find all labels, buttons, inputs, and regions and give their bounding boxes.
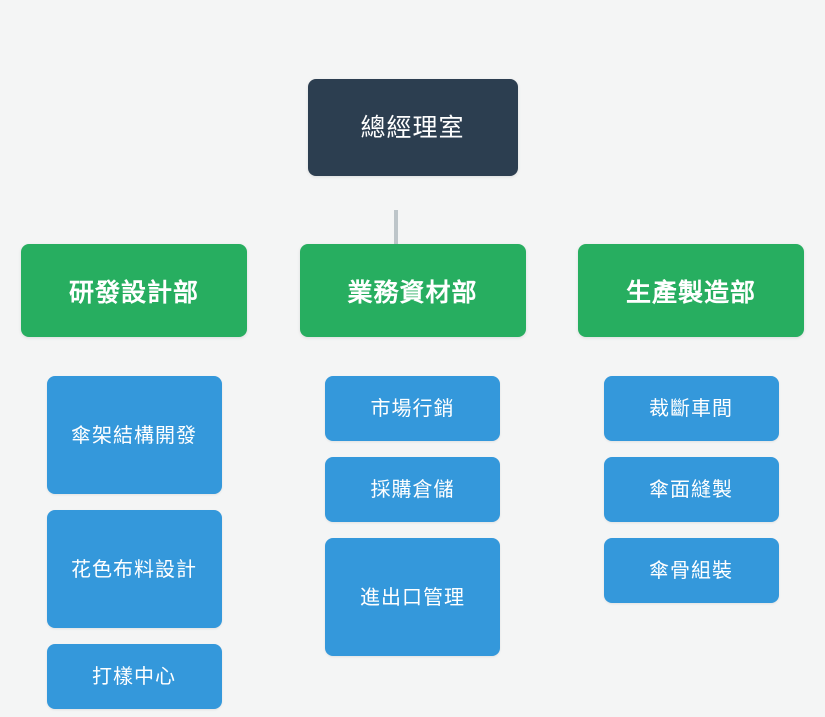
node-department-sales-materials[interactable]: 業務資材部 [299,244,526,337]
node-team-marketing[interactable]: 市場行銷 [325,376,500,441]
node-team-cutting-workshop[interactable]: 裁斷車間 [603,376,779,441]
node-team-umbrella-frame-structure-development[interactable]: 傘架結構開發 [46,376,222,494]
connector-root-to-departments [394,210,398,244]
node-team-import-export-management[interactable]: 進出口管理 [325,538,500,656]
node-team-rib-assembly[interactable]: 傘骨組裝 [603,538,779,603]
node-department-production-manufacturing[interactable]: 生產製造部 [578,244,804,337]
team-list-3: 裁斷車間 傘面縫製 傘骨組裝 [603,376,779,603]
team-list-2: 市場行銷 採購倉儲 進出口管理 [325,376,500,656]
node-team-procurement-warehousing[interactable]: 採購倉儲 [325,457,500,522]
department-columns: 研發設計部 傘架結構開發 花色布料設計 打樣中心 業務資材部 市場行銷 採購倉儲… [21,244,804,709]
department-column-3: 生產製造部 裁斷車間 傘面縫製 傘骨組裝 [578,244,804,603]
department-column-2: 業務資材部 市場行銷 採購倉儲 進出口管理 [299,244,526,656]
node-root-general-manager-office[interactable]: 總經理室 [307,79,518,176]
team-list-1: 傘架結構開發 花色布料設計 打樣中心 [46,376,222,709]
root-node-row: 總經理室 [0,79,825,176]
node-team-canopy-sewing[interactable]: 傘面縫製 [603,457,779,522]
node-department-rd-design[interactable]: 研發設計部 [21,244,247,337]
node-team-pattern-fabric-design[interactable]: 花色布料設計 [46,510,222,628]
node-team-sampling-center[interactable]: 打樣中心 [46,644,222,709]
department-column-1: 研發設計部 傘架結構開發 花色布料設計 打樣中心 [21,244,247,709]
